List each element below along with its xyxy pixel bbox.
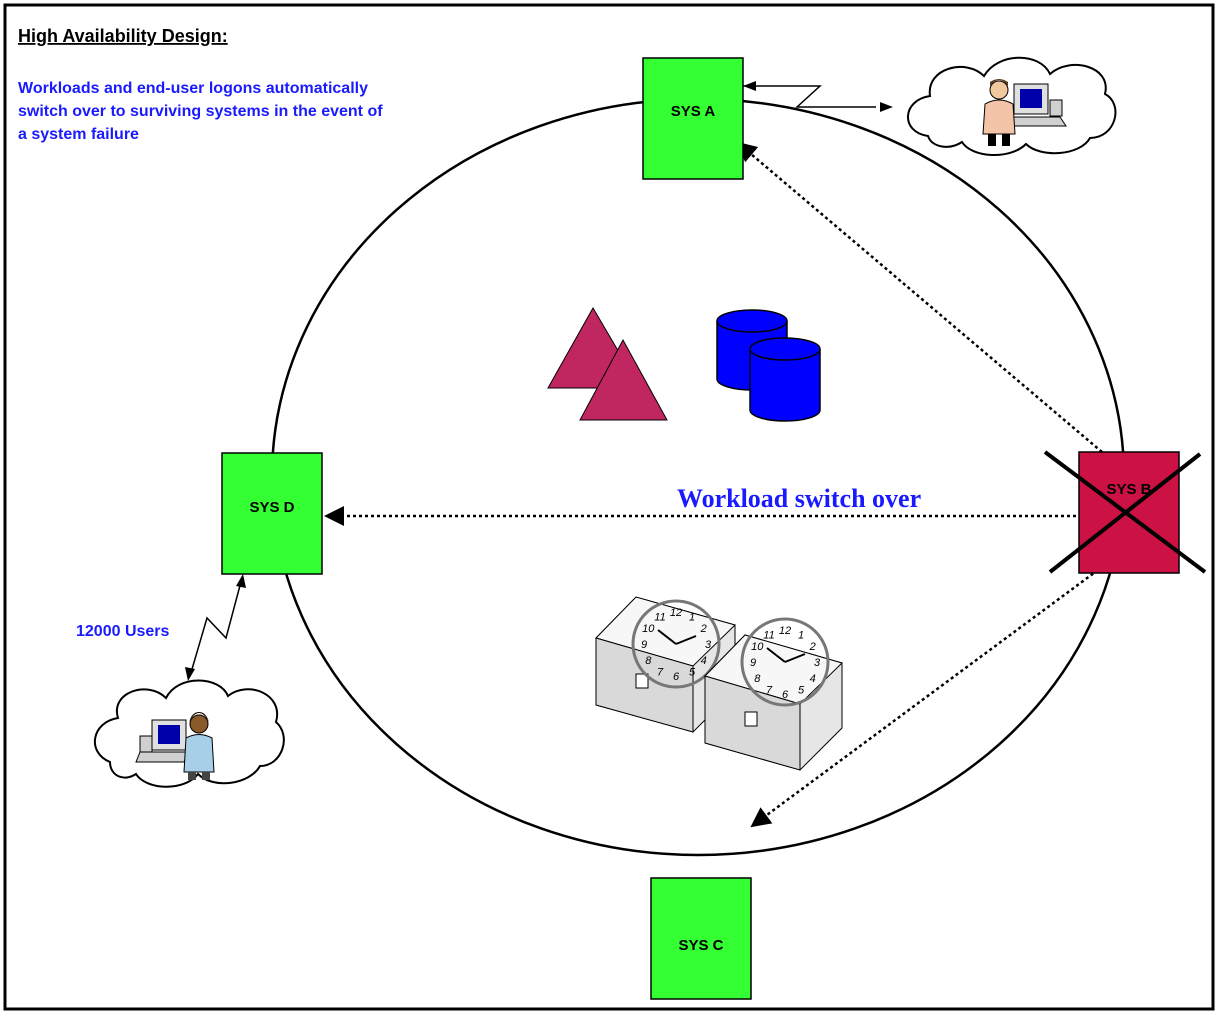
user-icon bbox=[982, 79, 1016, 146]
clock-numeral: 2 bbox=[700, 623, 707, 635]
clock-numeral: 4 bbox=[701, 655, 707, 667]
clock-numeral: 9 bbox=[750, 657, 756, 669]
clock-numeral: 10 bbox=[751, 641, 764, 653]
clock-numeral: 5 bbox=[798, 685, 805, 697]
clock-numeral: 3 bbox=[705, 639, 712, 651]
sys-b-node[interactable]: SYS B bbox=[1043, 450, 1207, 574]
workload-switch-label: Workload switch over bbox=[677, 484, 921, 513]
sys-a-node[interactable]: SYS A bbox=[642, 57, 744, 180]
users-count-label: 12000 Users bbox=[76, 623, 170, 640]
failover-arrow-to-sys-a bbox=[736, 141, 1103, 453]
workstation-icon bbox=[135, 719, 189, 763]
description: Workloads and end-user logons automatica… bbox=[18, 80, 387, 143]
description-line-3: a system failure bbox=[18, 126, 139, 143]
description-line-2: switch over to surviving systems in the … bbox=[18, 103, 383, 120]
shared-database-icon bbox=[716, 309, 821, 422]
sys-c-label: SYS C bbox=[678, 937, 723, 954]
network-link-sys-d bbox=[185, 574, 246, 681]
clock-numeral: 7 bbox=[657, 667, 664, 679]
clock-numeral: 6 bbox=[782, 689, 789, 701]
sysplex-ring bbox=[270, 97, 1126, 857]
clock-numeral: 11 bbox=[763, 629, 774, 641]
clock-numeral: 8 bbox=[754, 673, 761, 685]
clock-numeral: 9 bbox=[641, 639, 647, 651]
clock-numeral: 1 bbox=[689, 611, 695, 623]
clock-numeral: 11 bbox=[654, 611, 665, 623]
user-icon bbox=[183, 712, 215, 780]
clock-numeral: 1 bbox=[798, 629, 804, 641]
failure-cross-icon bbox=[1043, 450, 1207, 574]
sys-a-label: SYS A bbox=[671, 103, 716, 120]
sys-d-node[interactable]: SYS D bbox=[221, 452, 323, 575]
description-line-1: Workloads and end-user logons automatica… bbox=[18, 80, 368, 97]
page-title: High Availability Design: bbox=[18, 26, 228, 46]
network-link-sys-a bbox=[743, 81, 893, 112]
clock-numeral: 8 bbox=[645, 655, 652, 667]
end-user-cloud-sys-a bbox=[907, 56, 1117, 157]
clock-numeral: 10 bbox=[642, 623, 655, 635]
sys-c-node[interactable]: SYS C bbox=[650, 877, 752, 1000]
workstation-icon bbox=[1007, 83, 1067, 127]
shared-workload-icon bbox=[547, 306, 668, 421]
clock-numeral: 7 bbox=[766, 685, 773, 697]
clock-numeral: 4 bbox=[810, 673, 816, 685]
sys-b-label: SYS B bbox=[1106, 481, 1151, 498]
clock-numeral: 12 bbox=[670, 607, 682, 619]
diagram-border bbox=[3, 3, 1215, 1011]
sys-d-label: SYS D bbox=[249, 499, 294, 516]
clock-numeral: 2 bbox=[809, 641, 816, 653]
clock-numeral: 3 bbox=[814, 657, 821, 669]
end-user-cloud-sys-d bbox=[93, 679, 285, 788]
clock-numeral: 5 bbox=[689, 667, 696, 679]
clock-numeral: 12 bbox=[779, 625, 791, 637]
clock-numeral: 6 bbox=[673, 671, 680, 683]
